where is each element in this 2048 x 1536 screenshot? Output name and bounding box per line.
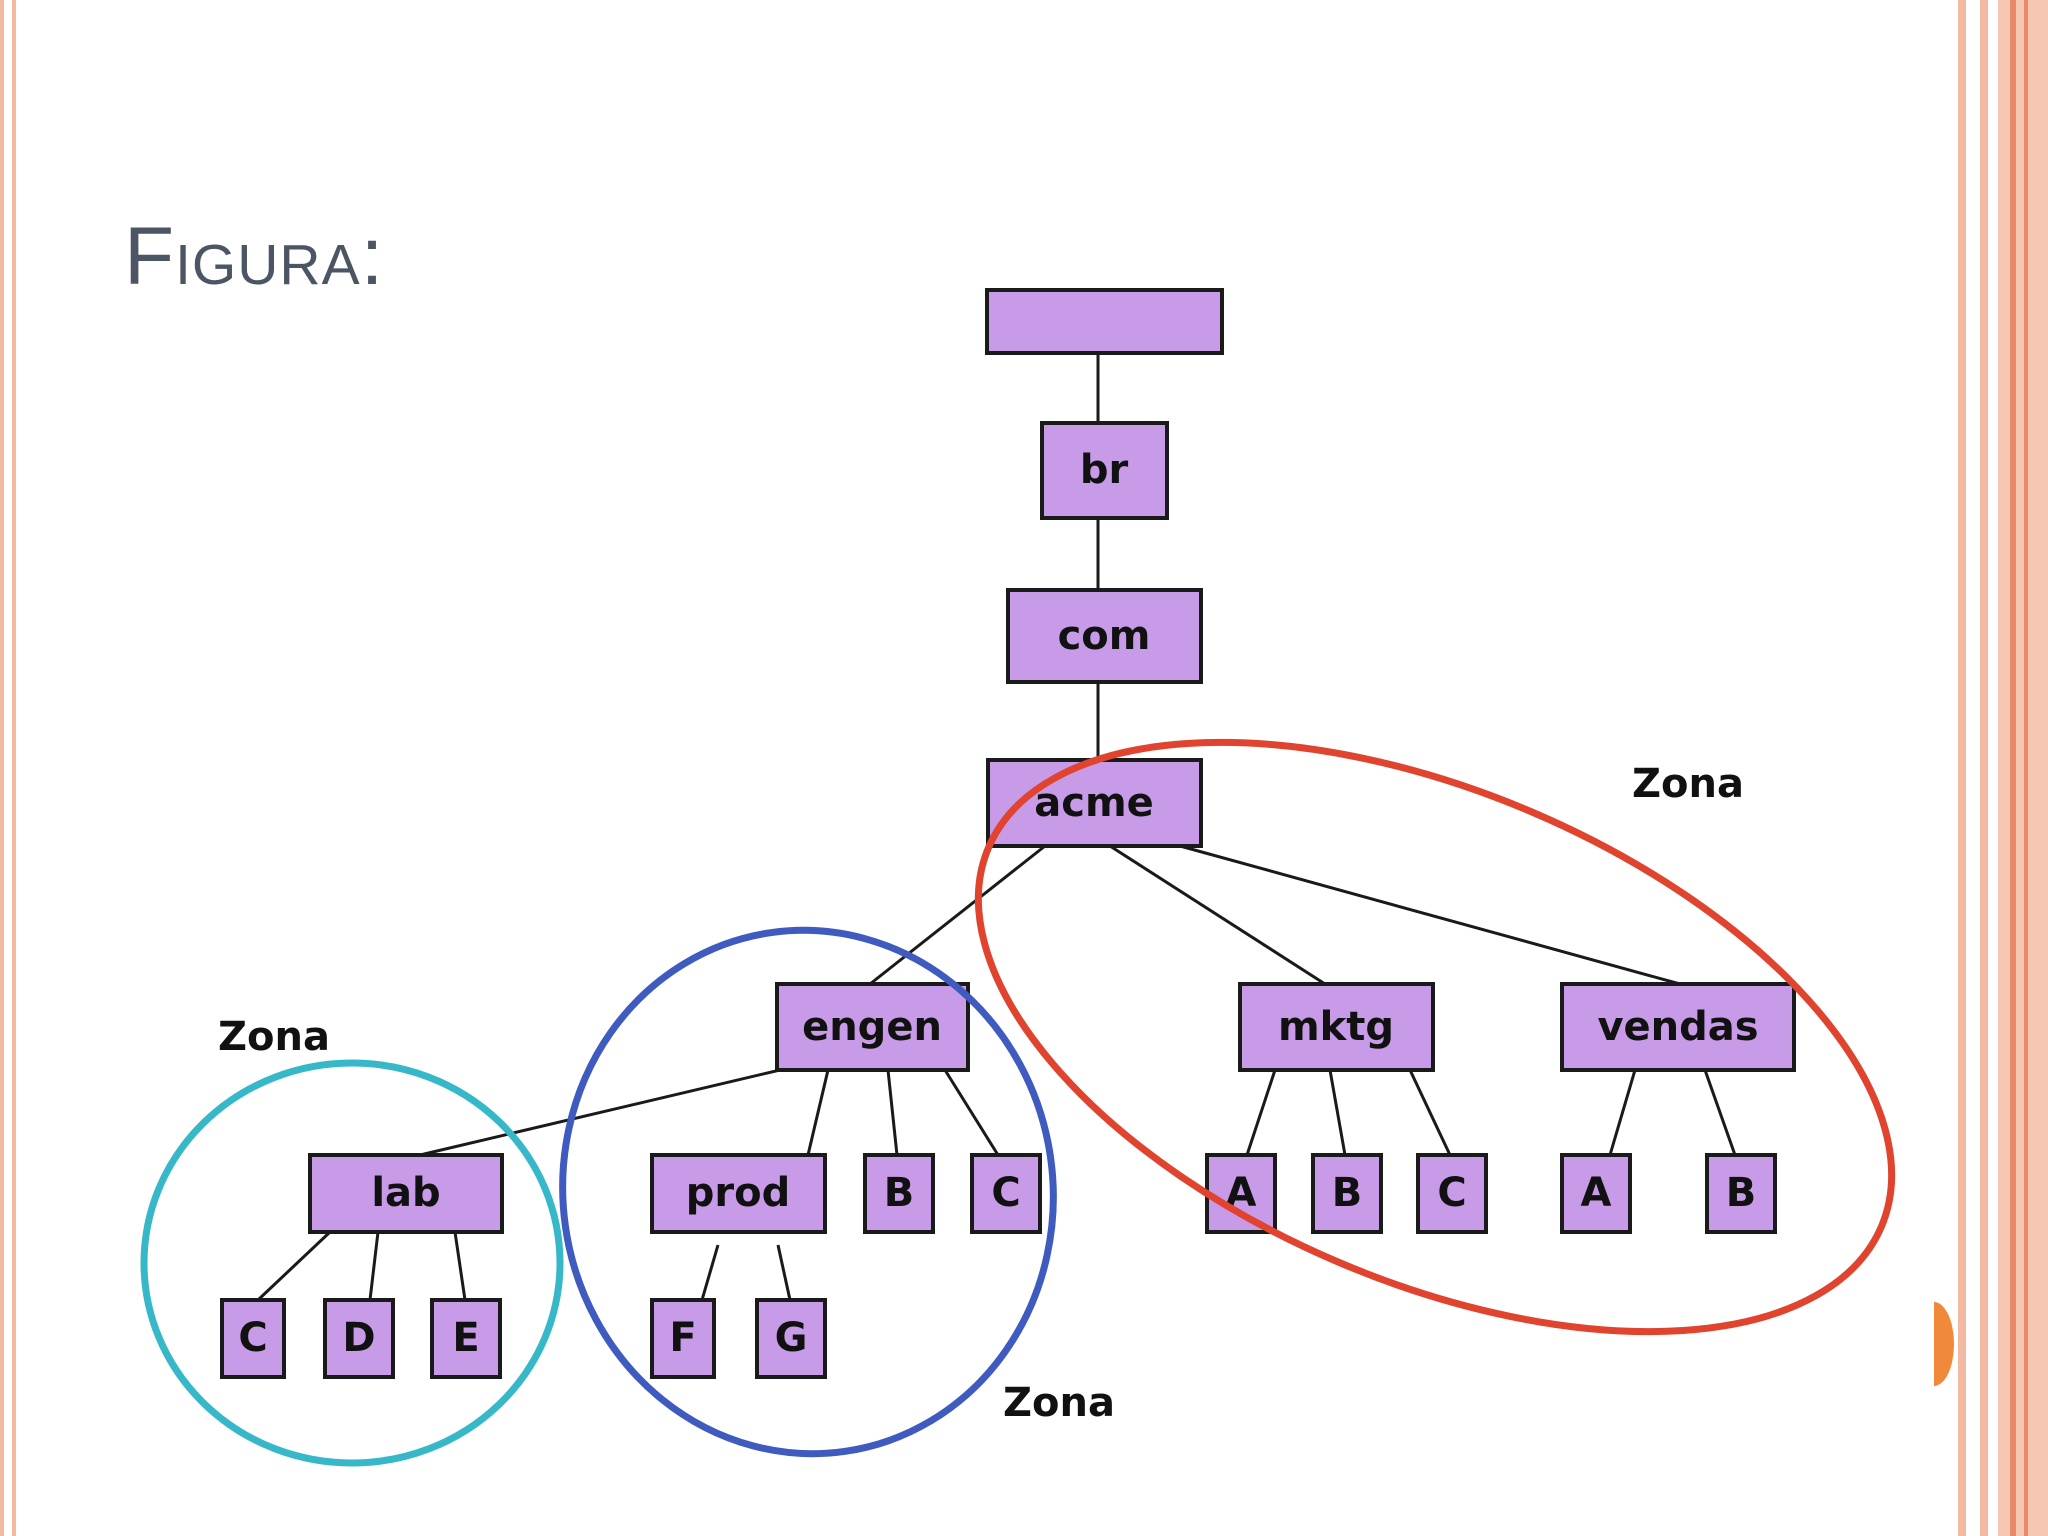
node-lab: lab <box>308 1153 504 1234</box>
node-prod-f: F <box>650 1298 716 1379</box>
node-label: com <box>1058 613 1151 659</box>
node-label: G <box>775 1315 808 1361</box>
node-label: acme <box>1034 780 1154 826</box>
node-label: B <box>1332 1170 1363 1216</box>
slide-title: Figura: <box>124 211 385 302</box>
node-mktg-a: A <box>1205 1153 1277 1234</box>
node-label: lab <box>371 1170 440 1216</box>
node-engen-b: B <box>863 1153 935 1234</box>
node-label: B <box>1726 1170 1757 1216</box>
node-engen: engen <box>775 982 970 1072</box>
node-label: prod <box>686 1170 790 1216</box>
node-label: E <box>452 1315 479 1361</box>
node-lab-e: E <box>430 1298 502 1379</box>
frame-border-left-inner <box>12 0 16 1536</box>
node-mktg: mktg <box>1238 982 1435 1072</box>
node-label: engen <box>802 1004 942 1050</box>
node-label: A <box>1581 1170 1612 1216</box>
node-lab-d: D <box>323 1298 395 1379</box>
node-mktg-c: C <box>1416 1153 1488 1234</box>
node-vendas-a: A <box>1560 1153 1632 1234</box>
node-label: vendas <box>1597 1004 1758 1050</box>
node-label: br <box>1080 447 1129 493</box>
node-label: F <box>669 1315 696 1361</box>
tree-edges <box>256 353 1737 1302</box>
node-lab-c: C <box>220 1298 286 1379</box>
node-mktg-b: B <box>1311 1153 1383 1234</box>
node-label: C <box>991 1170 1020 1216</box>
node-label: C <box>1437 1170 1466 1216</box>
node-root <box>985 288 1224 355</box>
frame-border-left-outer <box>0 0 4 1536</box>
zone-label-lab: Zona <box>218 1014 330 1060</box>
node-label: B <box>884 1170 915 1216</box>
zone-ellipse-lab <box>140 1059 564 1467</box>
node-prod-g: G <box>755 1298 827 1379</box>
node-br: br <box>1040 421 1169 520</box>
node-label: D <box>342 1315 375 1361</box>
node-vendas-b: B <box>1705 1153 1777 1234</box>
accent-half-circle <box>1934 1302 1954 1386</box>
frame-border-right <box>1958 0 2048 1536</box>
zone-label-acme: Zona <box>1632 761 1744 807</box>
node-prod: prod <box>650 1153 827 1234</box>
node-label: mktg <box>1278 1004 1394 1050</box>
node-vendas: vendas <box>1560 982 1796 1072</box>
zone-ellipse-engen <box>559 926 1057 1458</box>
node-engen-c: C <box>970 1153 1042 1234</box>
zone-ellipse-acme <box>974 738 1896 1336</box>
zone-label-engen: Zona <box>1003 1380 1115 1426</box>
node-label: C <box>238 1315 267 1361</box>
node-com: com <box>1006 588 1203 684</box>
